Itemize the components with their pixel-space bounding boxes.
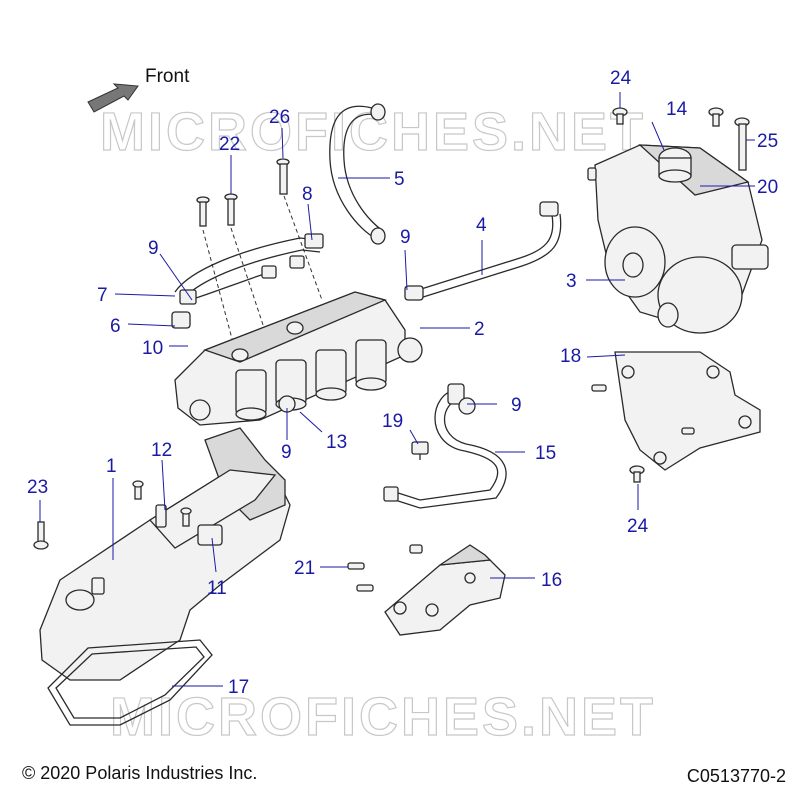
- callout-1: 1: [106, 456, 117, 477]
- callout-9-line: 9: [400, 227, 411, 248]
- part-19-sensor: [411, 441, 429, 460]
- callout-6: 6: [110, 316, 121, 337]
- part-5-hose: [329, 103, 386, 245]
- callout-24-top: 24: [610, 68, 632, 89]
- bolt-25: [734, 117, 750, 171]
- callout-7: 7: [97, 285, 108, 306]
- front-arrow-icon: [87, 83, 139, 113]
- bolt-22b: [196, 196, 210, 227]
- bolt-18a: [591, 384, 607, 392]
- callout-11: 11: [207, 578, 227, 599]
- part-15-tube: [383, 383, 507, 509]
- part-3-pump-assembly: [587, 144, 769, 334]
- part-4-line: [404, 201, 562, 301]
- callout-10: 10: [142, 338, 163, 359]
- callouts: 1 2 3 4 5 6 7 8 9 9 9 9 10 11 12 13 14 1…: [27, 68, 778, 698]
- callout-20: 20: [757, 177, 778, 198]
- part-17-gasket: [47, 639, 213, 726]
- callout-19: 19: [382, 411, 403, 432]
- diagram-code: C0513770-2: [686, 766, 786, 786]
- callout-13: 13: [326, 432, 347, 453]
- callout-15: 15: [535, 443, 556, 464]
- callout-22: 22: [219, 134, 240, 155]
- callout-2: 2: [474, 319, 485, 340]
- bolt-24-top2: [708, 107, 724, 127]
- bolt-22: [224, 193, 238, 226]
- bolt-small-2: [180, 507, 192, 527]
- bolts-21: [347, 544, 423, 592]
- callout-3: 3: [566, 271, 577, 292]
- bolt-18b: [681, 427, 695, 435]
- callout-9-harness: 9: [148, 238, 159, 259]
- callout-25: 25: [757, 131, 778, 152]
- copyright-text: © 2020 Polaris Industries Inc.: [22, 763, 258, 783]
- bolt-24-bottom: [629, 465, 645, 483]
- leader-lines: [39, 92, 755, 687]
- part-2-valve-manifold: [174, 291, 423, 426]
- callout-21: 21: [294, 558, 315, 579]
- callout-9-tube: 9: [511, 395, 522, 416]
- callout-12: 12: [151, 440, 172, 461]
- callout-18: 18: [560, 346, 581, 367]
- callout-5: 5: [394, 169, 405, 190]
- watermark-bottom: MICROFICHES.NET: [110, 687, 656, 747]
- part-16-bracket: [384, 544, 506, 636]
- callout-23: 23: [27, 477, 48, 498]
- callout-9-manifold: 9: [281, 442, 292, 463]
- part-1-housing: [39, 427, 291, 681]
- callout-26: 26: [269, 107, 290, 128]
- callout-17: 17: [228, 677, 249, 698]
- bolt-small-1: [132, 480, 144, 500]
- callout-24-bottom: 24: [627, 516, 649, 537]
- part-18-mount-bracket: [614, 351, 761, 471]
- front-label: Front: [145, 66, 190, 87]
- bolt-26: [276, 158, 290, 195]
- callout-4: 4: [476, 215, 487, 236]
- callout-8: 8: [302, 184, 313, 205]
- callout-14: 14: [666, 99, 688, 120]
- bolt-23: [33, 521, 49, 550]
- callout-16: 16: [541, 570, 562, 591]
